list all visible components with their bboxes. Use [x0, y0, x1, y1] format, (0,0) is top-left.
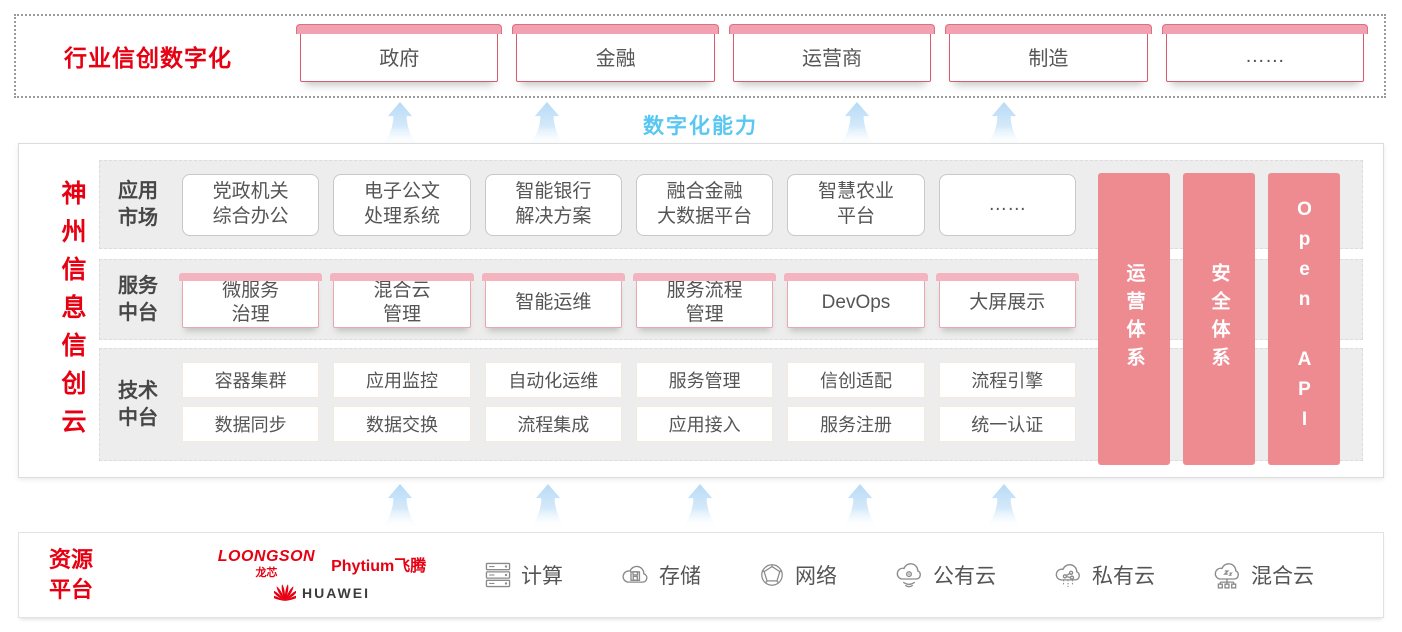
- resource-item-hybrid-cloud: 混合云: [1210, 559, 1314, 591]
- row-label-service-platform: 服务 中台: [118, 274, 158, 324]
- tech-box-unified-auth: 统一认证: [938, 406, 1076, 442]
- tech-box-app-monitoring: 应用监控: [333, 362, 471, 398]
- loongson-logo-subtext: 龙芯: [255, 567, 278, 579]
- resource-item-network: 网络: [756, 559, 837, 591]
- resource-item-compute: 计算: [482, 559, 563, 591]
- huawei-flower-icon: [274, 584, 296, 601]
- resource-item-label: 公有云: [933, 565, 996, 588]
- svc-box-microservice-governance: 微服务 治理: [178, 273, 323, 328]
- row-application-market: 应用 市场 党政机关 综合办公 电子公文 处理系统 智能银行 解决方案 融合金融…: [99, 160, 1363, 249]
- tech-box-xinchuang-adaptation: 信创适配: [787, 362, 925, 398]
- app-box-smart-agriculture: 智慧农业 平台: [787, 174, 925, 236]
- app-box-more: ……: [938, 174, 1076, 236]
- up-arrow-icon: [985, 483, 1023, 528]
- industry-box-row: 政府 金融 运营商 制造 ……: [278, 24, 1384, 82]
- svc-box-service-process-mgmt: 服务流程 管理: [632, 273, 777, 328]
- industry-digitalization-panel: 行业信创数字化 政府 金融 运营商 制造 ……: [14, 14, 1386, 98]
- sidebar-open-api: Open API: [1268, 173, 1340, 465]
- industry-box-finance: 金融: [512, 24, 720, 82]
- tech-box-service-mgmt: 服务管理: [635, 362, 774, 398]
- industry-box-more: ……: [1161, 24, 1369, 82]
- industry-box-operator: 运营商: [728, 24, 936, 82]
- industry-box-government: 政府: [295, 24, 503, 82]
- service-box-row: 微服务 治理 混合云 管理 智能运维 服务流程 管理 DevOps 大屏展示: [178, 273, 1080, 328]
- tech-box-data-exchange: 数据交换: [333, 406, 471, 442]
- private-cloud-icon: [1055, 564, 1080, 587]
- tech-box-app-access: 应用接入: [635, 406, 774, 442]
- row-service-platform: 服务 中台 微服务 治理 混合云 管理 智能运维 服务流程 管理 DevOps …: [99, 259, 1363, 340]
- tech-box-process-engine: 流程引擎: [938, 362, 1076, 398]
- public-cloud-icon: [896, 563, 921, 588]
- resource-item-storage: 存储: [618, 559, 701, 591]
- huawei-logo-text: HUAWEI: [302, 584, 370, 601]
- sidebar-security-system: 安全体系: [1183, 173, 1255, 465]
- tech-box-service-registry: 服务注册: [787, 406, 925, 442]
- svc-box-devops: DevOps: [784, 273, 928, 328]
- industry-panel-title: 行业信创数字化: [64, 45, 232, 71]
- resource-platform-title: 资源 平台: [49, 547, 94, 602]
- platform-vertical-title: 神州信息信创云: [58, 180, 86, 446]
- app-box-party-gov-office: 党政机关 综合办公: [182, 174, 320, 236]
- app-box-e-document-system: 电子公文 处理系统: [333, 174, 471, 236]
- up-arrow-icon: [838, 101, 876, 146]
- network-globe-icon: [761, 564, 783, 586]
- tech-box-container-cluster: 容器集群: [182, 362, 320, 398]
- tech-box-data-sync: 数据同步: [182, 406, 320, 442]
- digital-capability-label: 数字化能力: [643, 115, 758, 138]
- up-arrow-icon: [381, 101, 419, 146]
- phytium-logo-text: Phytium飞腾: [331, 558, 427, 575]
- application-box-row: 党政机关 综合办公 电子公文 处理系统 智能银行 解决方案 融合金融 大数据平台…: [182, 174, 1076, 236]
- resource-item-public-cloud: 公有云: [892, 559, 996, 591]
- up-arrow-icon: [681, 483, 719, 528]
- resource-item-label: 存储: [659, 565, 701, 588]
- resource-item-label: 混合云: [1251, 565, 1314, 588]
- hybrid-cloud-icon: [1214, 563, 1239, 589]
- tech-box-automated-ops: 自动化运维: [484, 362, 622, 398]
- up-arrow-icon: [381, 483, 419, 528]
- up-arrow-icon: [841, 483, 879, 528]
- tech-box-row-1: 容器集群 应用监控 自动化运维 服务管理 信创适配 流程引擎: [182, 362, 1076, 398]
- resource-item-label: 计算: [521, 565, 563, 588]
- app-box-finance-bigdata: 融合金融 大数据平台: [635, 174, 774, 236]
- resource-item-private-cloud: 私有云: [1051, 559, 1155, 591]
- row-label-tech-platform: 技术 中台: [118, 379, 158, 429]
- svc-box-big-screen: 大屏展示: [935, 273, 1080, 328]
- tech-box-row-2: 数据同步 数据交换 流程集成 应用接入 服务注册 统一认证: [182, 406, 1076, 442]
- row-tech-platform: 技术 中台 容器集群 应用监控 自动化运维 服务管理 信创适配 流程引擎 数据同…: [99, 348, 1363, 461]
- resource-item-label: 私有云: [1092, 565, 1155, 588]
- up-arrow-icon: [528, 101, 566, 146]
- resource-item-label: 网络: [795, 565, 837, 588]
- platform-panel: 神州信息信创云 应用 市场 党政机关 综合办公 电子公文 处理系统 智能银行 解…: [18, 143, 1384, 478]
- svc-box-intelligent-ops: 智能运维: [481, 273, 626, 328]
- vendor-logos: LOONGSON 龙芯 Phytium飞腾: [217, 548, 427, 602]
- industry-box-manufacturing: 制造: [945, 24, 1153, 82]
- up-arrow-icon: [985, 101, 1023, 146]
- row-label-application-market: 应用 市场: [118, 179, 158, 229]
- svc-box-hybrid-cloud-mgmt: 混合云 管理: [330, 273, 474, 328]
- loongson-logo: LOONGSON 龙芯: [218, 548, 315, 580]
- resource-items: 计算 存储: [427, 559, 1383, 591]
- app-box-smart-banking: 智能银行 解决方案: [484, 174, 622, 236]
- huawei-logo: HUAWEI: [274, 583, 370, 602]
- tech-box-process-integration: 流程集成: [484, 406, 622, 442]
- up-arrow-icon: [529, 483, 567, 528]
- sidebar-operation-system: 运营体系: [1098, 173, 1170, 465]
- resource-platform-panel: 资源 平台 LOONGSON 龙芯 Phytium飞腾: [18, 532, 1384, 618]
- cloud-storage-icon: [622, 565, 648, 583]
- loongson-logo-text: LOONGSON: [217, 548, 316, 565]
- server-icon: [485, 562, 511, 588]
